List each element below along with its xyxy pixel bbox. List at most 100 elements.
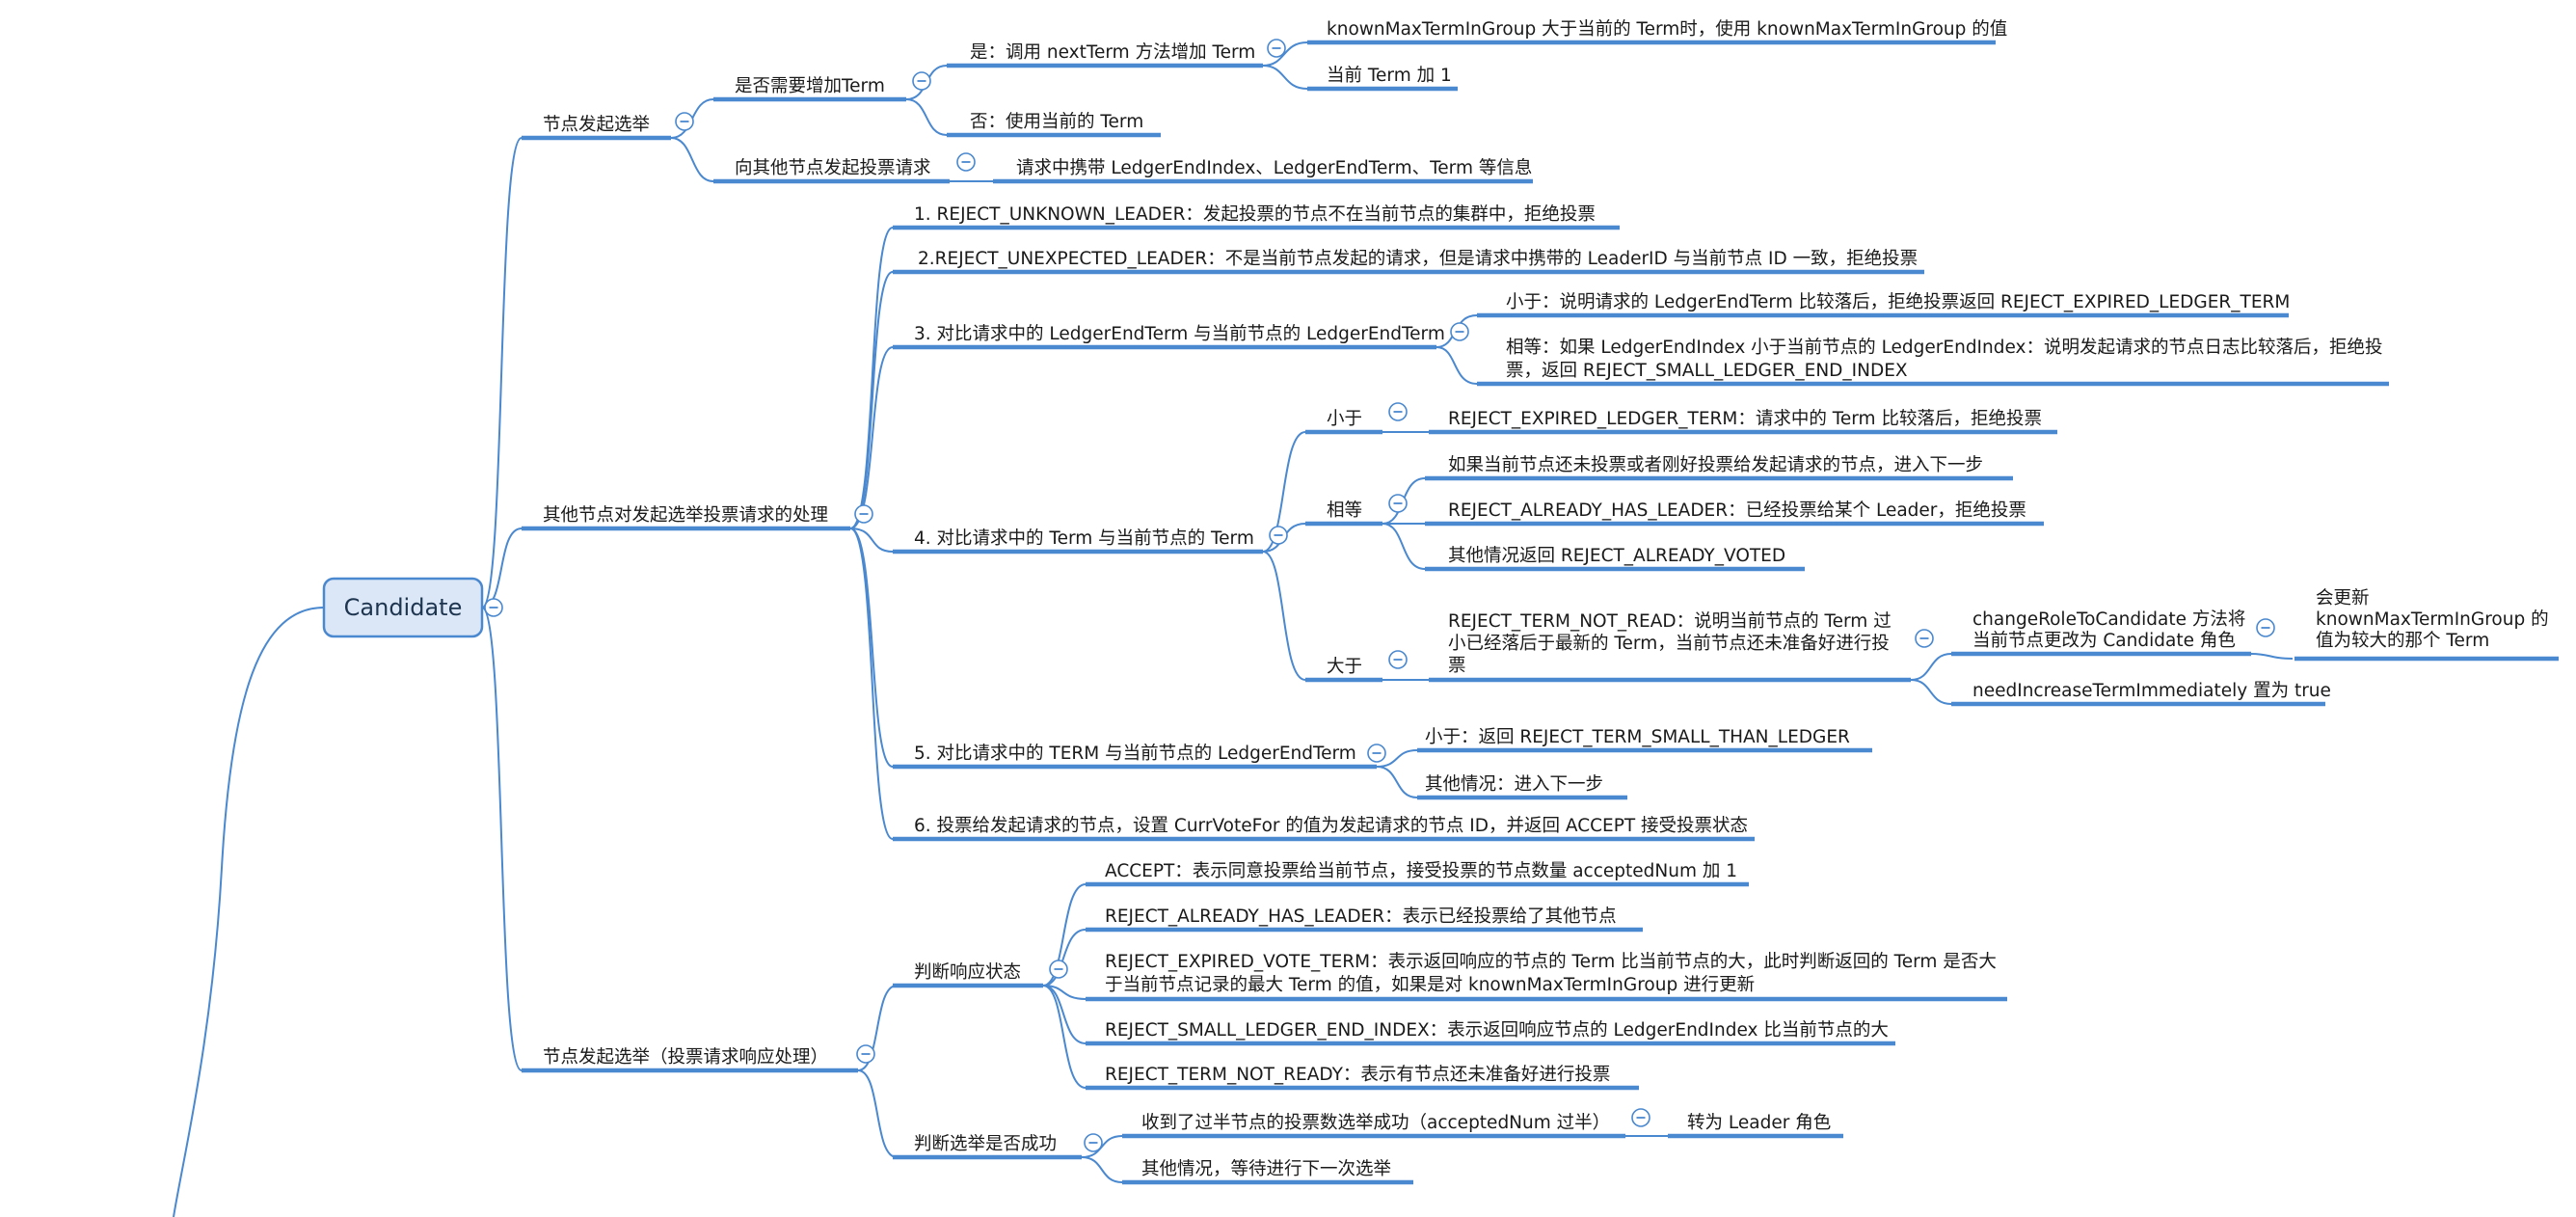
collapse-toggle-icon[interactable]	[675, 112, 694, 131]
collapse-toggle-icon[interactable]	[1367, 744, 1386, 763]
collapse-toggle-icon[interactable]	[1631, 1108, 1650, 1127]
node-label: 是：调用 nextTerm 方法增加 Term	[970, 42, 1255, 63]
connector	[1262, 551, 1306, 681]
collapse-toggle-icon[interactable]	[912, 71, 931, 91]
collapse-toggle-icon[interactable]	[856, 1044, 875, 1064]
node-label: REJECT_EXPIRED_LEDGER_TERM：请求中的 Term 比较落…	[1448, 409, 2042, 429]
connector	[849, 527, 894, 840]
collapse-toggle-icon[interactable]	[1084, 1133, 1103, 1152]
node-n2_3_1[interactable]: 小于：说明请求的 LedgerEndTerm 比较落后，拒绝投票返回 REJEC…	[1477, 292, 2290, 318]
node-n2[interactable]: 其他节点对发起选举投票请求的处理	[522, 505, 850, 531]
connector	[857, 985, 898, 1071]
node-n1_2[interactable]: 向其他节点发起投票请求	[713, 158, 950, 184]
node-label: 5. 对比请求中的 TERM 与当前节点的 LedgerEndTerm	[914, 744, 1356, 764]
node-label: ACCEPT：表示同意投票给当前节点，接受投票的节点数量 acceptedNum…	[1105, 861, 1737, 881]
connector	[1042, 985, 1087, 1044]
node-label: 是否需要增加Term	[735, 76, 885, 96]
connector	[481, 137, 523, 608]
node-n1_1_1_1[interactable]: knownMaxTermInGroup 大于当前的 Term时，使用 known…	[1307, 19, 2007, 45]
node-label-line3: 票	[1448, 656, 1466, 676]
node-n1_1_1[interactable]: 是：调用 nextTerm 方法增加 Term	[947, 42, 1263, 68]
node-n3_2_2[interactable]: 其他情况，等待进行下一次选举	[1122, 1159, 1413, 1185]
collapse-toggle-icon[interactable]	[1049, 960, 1068, 979]
collapse-toggle-icon[interactable]	[1450, 322, 1469, 341]
node-n2_4_2_3[interactable]: 其他情况返回 REJECT_ALREADY_VOTED	[1425, 546, 1805, 572]
node-n1_1_2[interactable]: 否：使用当前的 Term	[947, 112, 1161, 138]
node-n2_5[interactable]: 5. 对比请求中的 TERM 与当前节点的 LedgerEndTerm	[893, 744, 1377, 770]
node-n3_1_2[interactable]: REJECT_ALREADY_HAS_LEADER：表示已经投票给了其他节点	[1086, 906, 1643, 933]
node-label: needIncreaseTermImmediately 置为 true	[1972, 681, 2331, 701]
collapse-toggle-icon[interactable]	[1269, 526, 1288, 545]
collapse-toggle-icon[interactable]	[1388, 650, 1408, 669]
node-label: 否：使用当前的 Term	[970, 112, 1143, 132]
connector	[905, 98, 948, 136]
node-label-line1: REJECT_TERM_NOT_READ：说明当前节点的 Term 过	[1448, 611, 1892, 632]
connector	[1910, 679, 1952, 705]
connector	[2250, 653, 2294, 660]
collapse-toggle-icon[interactable]	[2256, 618, 2275, 637]
node-n3[interactable]: 节点发起选举（投票请求响应处理）	[522, 1047, 858, 1073]
node-n3_2[interactable]: 判断选举是否成功	[893, 1134, 1082, 1160]
collapse-toggle-icon[interactable]	[956, 152, 976, 172]
node-label: 其他情况，等待进行下一次选举	[1141, 1159, 1391, 1179]
node-n2_5_1[interactable]: 小于：返回 REJECT_TERM_SMALL_THAN_LEDGER	[1417, 727, 1872, 753]
node-label-line1: REJECT_EXPIRED_VOTE_TERM：表示返回响应的节点的 Term…	[1105, 952, 1997, 972]
node-label-line2: 于当前节点记录的最大 Term 的值，如果是对 knownMaxTermInGr…	[1105, 975, 1755, 995]
node-n3_2_1[interactable]: 收到了过半节点的投票数选举成功（acceptedNum 过半）	[1122, 1113, 1625, 1139]
connector	[1081, 1156, 1123, 1183]
node-n2_2[interactable]: 2.REJECT_UNEXPECTED_LEADER：不是当前节点发起的请求，但…	[893, 249, 1924, 275]
node-n2_4_3_1[interactable]: REJECT_TERM_NOT_READ：说明当前节点的 Term 过 小已经落…	[1429, 611, 1911, 683]
node-label: 节点发起选举	[543, 115, 650, 135]
node-n2_4_3[interactable]: 大于	[1305, 657, 1382, 683]
node-n3_2_1_1[interactable]: 转为 Leader 角色	[1668, 1113, 1843, 1139]
collapse-toggle-icon[interactable]	[1267, 39, 1286, 58]
connector	[849, 271, 894, 529]
connector	[849, 527, 894, 768]
node-n1_1_1_2[interactable]: 当前 Term 加 1	[1307, 66, 1458, 92]
collapse-toggle-icon[interactable]	[1388, 494, 1408, 513]
node-n2_4_2_1[interactable]: 如果当前节点还未投票或者刚好投票给发起请求的节点，进入下一步	[1425, 455, 2013, 481]
node-n2_4_3_1_2[interactable]: needIncreaseTermImmediately 置为 true	[1951, 681, 2331, 707]
connector	[857, 1069, 898, 1158]
node-n3_1_4[interactable]: REJECT_SMALL_LEDGER_END_INDEX：表示返回响应节点的 …	[1086, 1020, 1895, 1046]
root-node-box	[322, 577, 484, 638]
node-n1_1[interactable]: 是否需要增加Term	[713, 76, 906, 102]
node-label: 小于：返回 REJECT_TERM_SMALL_THAN_LEDGER	[1425, 727, 1850, 747]
connector	[1262, 41, 1308, 67]
collapse-toggle-icon[interactable]	[854, 504, 873, 524]
node-n2_5_2[interactable]: 其他情况：进入下一步	[1417, 774, 1627, 800]
node-n2_4_2[interactable]: 相等	[1305, 500, 1382, 527]
node-n2_3_2[interactable]: 相等：如果 LedgerEndIndex 小于当前节点的 LedgerEndIn…	[1477, 338, 2389, 387]
node-n2_4[interactable]: 4. 对比请求中的 Term 与当前节点的 Term	[893, 528, 1263, 554]
node-n2_4_1_1[interactable]: REJECT_EXPIRED_LEDGER_TERM：请求中的 Term 比较落…	[1429, 409, 2057, 435]
node-n3_1_5[interactable]: REJECT_TERM_NOT_READY：表示有节点还未准备好进行投票	[1086, 1065, 1639, 1091]
node-n2_4_3_1_1[interactable]: changeRoleToCandidate 方法将 当前节点更改为 Candid…	[1951, 609, 2251, 657]
node-n2_6[interactable]: 6. 投票给发起请求的节点，设置 CurrVoteFor 的值为发起请求的节点 …	[893, 816, 1755, 842]
collapse-toggle-icon[interactable]	[1388, 402, 1408, 421]
connector	[1262, 431, 1306, 553]
connector	[173, 607, 325, 1217]
node-label: 其他情况返回 REJECT_ALREADY_VOTED	[1448, 546, 1785, 566]
node-label: REJECT_TERM_NOT_READY：表示有节点还未准备好进行投票	[1105, 1065, 1610, 1085]
node-n1[interactable]: 节点发起选举	[522, 115, 671, 141]
node-n3_1_1[interactable]: ACCEPT：表示同意投票给当前节点，接受投票的节点数量 acceptedNum…	[1086, 861, 1749, 887]
collapse-toggle-icon[interactable]	[484, 598, 503, 617]
node-n3_1[interactable]: 判断响应状态	[893, 962, 1043, 988]
node-n2_4_2_2[interactable]: REJECT_ALREADY_HAS_LEADER：已经投票给某个 Leader…	[1425, 500, 2044, 527]
connector	[670, 137, 714, 182]
node-label-line3: 值为较大的那个 Term	[2316, 631, 2489, 651]
root-node[interactable]: Candidate	[322, 577, 484, 638]
node-n2_4_1[interactable]: 小于	[1305, 409, 1382, 435]
node-label: 2.REJECT_UNEXPECTED_LEADER：不是当前节点发起的请求，但…	[918, 249, 1918, 269]
node-n1_2_1[interactable]: 请求中携带 LedgerEndIndex、LedgerEndTerm、Term …	[993, 158, 1533, 184]
collapse-toggle-icon[interactable]	[1915, 629, 1934, 648]
node-label: REJECT_ALREADY_HAS_LEADER：表示已经投票给了其他节点	[1105, 906, 1617, 927]
node-n3_1_3[interactable]: REJECT_EXPIRED_VOTE_TERM：表示返回响应的节点的 Term…	[1086, 952, 2007, 1002]
node-label-line1: 相等：如果 LedgerEndIndex 小于当前节点的 LedgerEndIn…	[1506, 338, 2383, 358]
node-label: REJECT_SMALL_LEDGER_END_INDEX：表示返回响应节点的 …	[1105, 1020, 1889, 1041]
node-n2_1[interactable]: 1. REJECT_UNKNOWN_LEADER：发起投票的节点不在当前节点的集…	[893, 204, 1620, 230]
node-n2_3[interactable]: 3. 对比请求中的 LedgerEndTerm 与当前节点的 LedgerEnd…	[893, 324, 1445, 350]
connector	[1042, 985, 1087, 1089]
node-n2_4_3_1_1_1[interactable]: 会更新 knownMaxTermInGroup 的 值为较大的那个 Term	[2294, 588, 2559, 662]
node-label: 大于	[1327, 657, 1362, 677]
